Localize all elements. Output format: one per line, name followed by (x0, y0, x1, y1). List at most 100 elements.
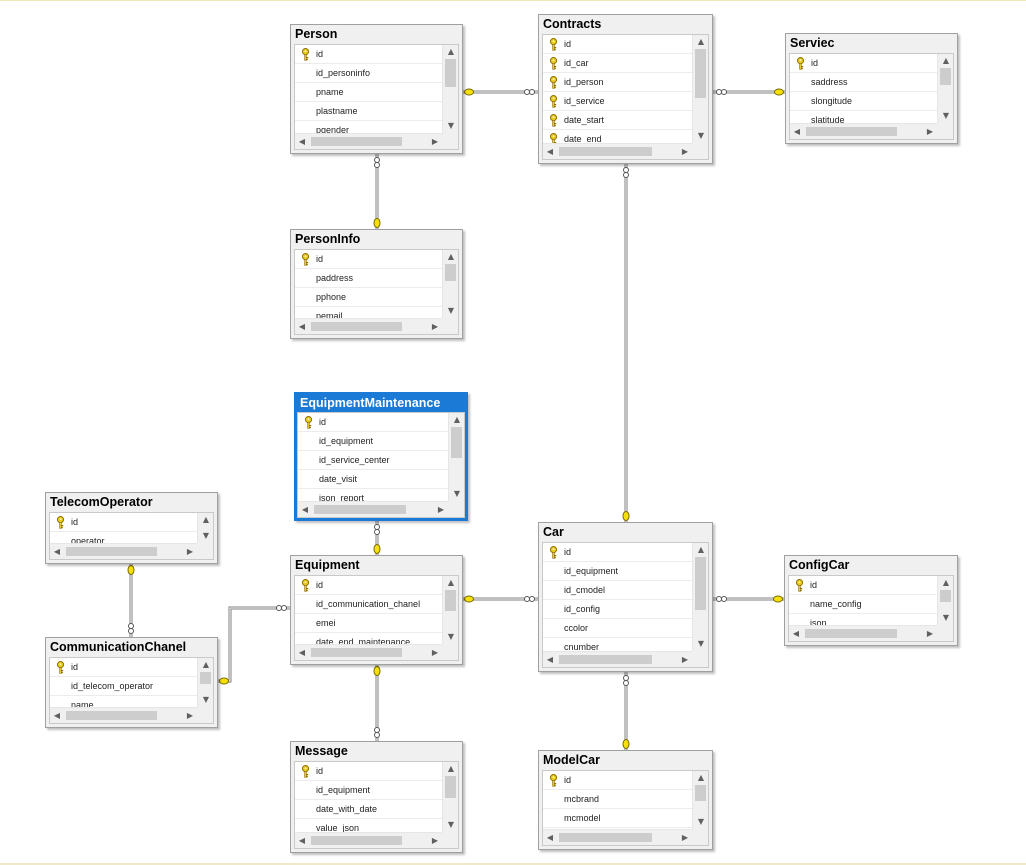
horizontal-scrollbar[interactable]: ◀▶ (295, 133, 442, 149)
column-row[interactable]: date_with_date (295, 800, 442, 819)
scroll-left-icon[interactable]: ◀ (298, 137, 306, 146)
relationship-serviec-contracts[interactable] (713, 88, 785, 96)
column-row[interactable]: id (543, 35, 692, 54)
column-row[interactable]: slongitude (790, 92, 937, 111)
scroll-up-icon[interactable]: ▲ (697, 773, 705, 782)
horizontal-scroll-thumb[interactable] (559, 833, 652, 842)
horizontal-scrollbar[interactable]: ◀▶ (543, 651, 692, 667)
table-title[interactable]: ModelCar (543, 753, 600, 767)
column-row[interactable]: pname (295, 83, 442, 102)
vertical-scrollbar[interactable]: ▲▼ (197, 658, 213, 707)
horizontal-scrollbar[interactable]: ◀▶ (50, 543, 197, 559)
vertical-scrollbar[interactable]: ▲▼ (937, 576, 953, 625)
scroll-down-icon[interactable]: ▼ (697, 639, 705, 648)
scroll-up-icon[interactable]: ▲ (942, 578, 950, 587)
vertical-scroll-thumb[interactable] (451, 427, 462, 458)
scroll-up-icon[interactable]: ▲ (697, 545, 705, 554)
scroll-left-icon[interactable]: ◀ (298, 322, 306, 331)
horizontal-scroll-thumb[interactable] (311, 648, 402, 657)
scroll-down-icon[interactable]: ▼ (942, 613, 950, 622)
column-row[interactable]: id (295, 762, 442, 781)
column-row[interactable]: ccolor (543, 619, 692, 638)
column-row[interactable]: id_service_center (298, 451, 448, 470)
vertical-scroll-thumb[interactable] (445, 59, 456, 87)
table-title[interactable]: TelecomOperator (50, 495, 153, 509)
table-title[interactable]: Person (295, 27, 338, 41)
horizontal-scrollbar[interactable]: ◀▶ (543, 829, 692, 845)
horizontal-scrollbar[interactable]: ◀▶ (295, 644, 442, 660)
vertical-scrollbar[interactable]: ▲▼ (937, 54, 953, 123)
scroll-down-icon[interactable]: ▼ (453, 489, 461, 498)
vertical-scrollbar[interactable]: ▲▼ (442, 576, 458, 644)
scroll-up-icon[interactable]: ▲ (202, 515, 210, 524)
relationship-configcar-car[interactable] (713, 595, 784, 603)
scroll-down-icon[interactable]: ▼ (942, 111, 950, 120)
vertical-scroll-thumb[interactable] (445, 590, 456, 611)
column-row[interactable]: id (543, 771, 692, 790)
horizontal-scrollbar[interactable]: ◀▶ (790, 123, 937, 139)
column-row[interactable]: id (50, 658, 197, 677)
table-title[interactable]: Car (543, 525, 564, 539)
scroll-up-icon[interactable]: ▲ (942, 56, 950, 65)
table-title[interactable]: Contracts (543, 17, 602, 31)
column-row[interactable]: id (790, 54, 937, 73)
scroll-right-icon[interactable]: ▶ (437, 505, 445, 514)
relationship-car-contracts[interactable] (622, 164, 630, 522)
column-row[interactable]: id_service (543, 92, 692, 111)
scroll-down-icon[interactable]: ▼ (697, 817, 705, 826)
vertical-scrollbar[interactable]: ▲▼ (442, 250, 458, 318)
scroll-right-icon[interactable]: ▶ (431, 137, 439, 146)
column-row[interactable]: pphone (295, 288, 442, 307)
vertical-scrollbar[interactable]: ▲▼ (197, 513, 213, 543)
scroll-left-icon[interactable]: ◀ (793, 127, 801, 136)
table-title[interactable]: EquipmentMaintenance (300, 396, 441, 410)
scroll-left-icon[interactable]: ◀ (301, 505, 309, 514)
scroll-right-icon[interactable]: ▶ (186, 711, 194, 720)
scroll-right-icon[interactable]: ▶ (431, 322, 439, 331)
column-row[interactable]: name_config (789, 595, 937, 614)
column-row[interactable]: id_car (543, 54, 692, 73)
scroll-right-icon[interactable]: ▶ (926, 629, 934, 638)
column-row[interactable]: id_equipment (295, 781, 442, 800)
vertical-scroll-thumb[interactable] (695, 557, 706, 610)
relationship-personinfo-person[interactable] (373, 154, 381, 229)
column-row[interactable]: id (298, 413, 448, 432)
horizontal-scrollbar[interactable]: ◀▶ (789, 625, 937, 641)
scroll-up-icon[interactable]: ▲ (453, 415, 461, 424)
vertical-scrollbar[interactable]: ▲▼ (692, 543, 708, 651)
vertical-scrollbar[interactable]: ▲▼ (442, 762, 458, 832)
vertical-scroll-thumb[interactable] (695, 49, 706, 98)
vertical-scroll-thumb[interactable] (445, 776, 456, 798)
vertical-scrollbar[interactable]: ▲▼ (692, 35, 708, 143)
horizontal-scrollbar[interactable]: ◀▶ (298, 501, 448, 517)
column-row[interactable]: date_start (543, 111, 692, 130)
horizontal-scroll-thumb[interactable] (806, 127, 897, 136)
column-row[interactable]: id (295, 250, 442, 269)
horizontal-scroll-thumb[interactable] (559, 147, 652, 156)
relationship-telecomoperator-communicationchanel[interactable] (127, 564, 135, 637)
relationship-communicationchanel-equipment[interactable] (218, 605, 290, 685)
table-title[interactable]: Message (295, 744, 348, 758)
column-row[interactable]: mcmodel (543, 809, 692, 828)
vertical-scroll-thumb[interactable] (200, 672, 211, 684)
scroll-up-icon[interactable]: ▲ (697, 37, 705, 46)
horizontal-scroll-thumb[interactable] (311, 137, 402, 146)
horizontal-scrollbar[interactable]: ◀▶ (50, 707, 197, 723)
